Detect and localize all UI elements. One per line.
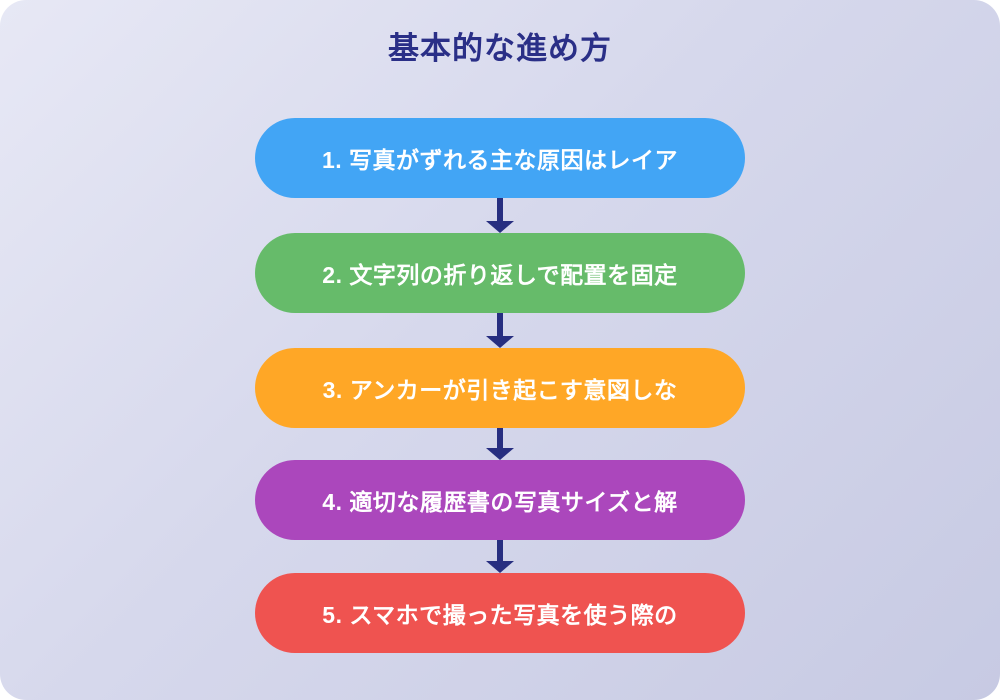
arrow-shaft	[497, 198, 503, 221]
arrow-head	[486, 336, 514, 348]
arrow-shaft	[497, 540, 503, 561]
flow-step-1-label: 1. 写真がずれる主な原因はレイア	[321, 147, 679, 173]
down-arrow-icon	[486, 198, 514, 233]
page-title: 基本的な進め方	[388, 31, 612, 66]
arrow-shaft	[497, 428, 503, 448]
arrow-head	[486, 561, 514, 573]
flow-step-3: 3. アンカーが引き起こす意図しな	[255, 348, 745, 428]
arrow-head	[486, 448, 514, 460]
flow-step-4-label: 4. 適切な履歴書の写真サイズと解	[322, 489, 678, 515]
down-arrow-icon	[486, 313, 514, 348]
down-arrow-icon	[486, 540, 514, 573]
flow-step-3-label: 3. アンカーが引き起こす意図しな	[322, 377, 678, 403]
arrow-head	[486, 221, 514, 233]
arrow-shaft	[497, 313, 503, 336]
flow-step-2-label: 2. 文字列の折り返しで配置を固定	[322, 262, 678, 288]
flow-step-1: 1. 写真がずれる主な原因はレイア	[255, 118, 745, 198]
flow-step-5: 5. スマホで撮った写真を使う際の	[255, 573, 745, 653]
down-arrow-icon	[486, 428, 514, 460]
flow-step-4: 4. 適切な履歴書の写真サイズと解	[255, 460, 745, 540]
flow-step-2: 2. 文字列の折り返しで配置を固定	[255, 233, 745, 313]
flow-step-5-label: 5. スマホで撮った写真を使う際の	[322, 602, 678, 628]
